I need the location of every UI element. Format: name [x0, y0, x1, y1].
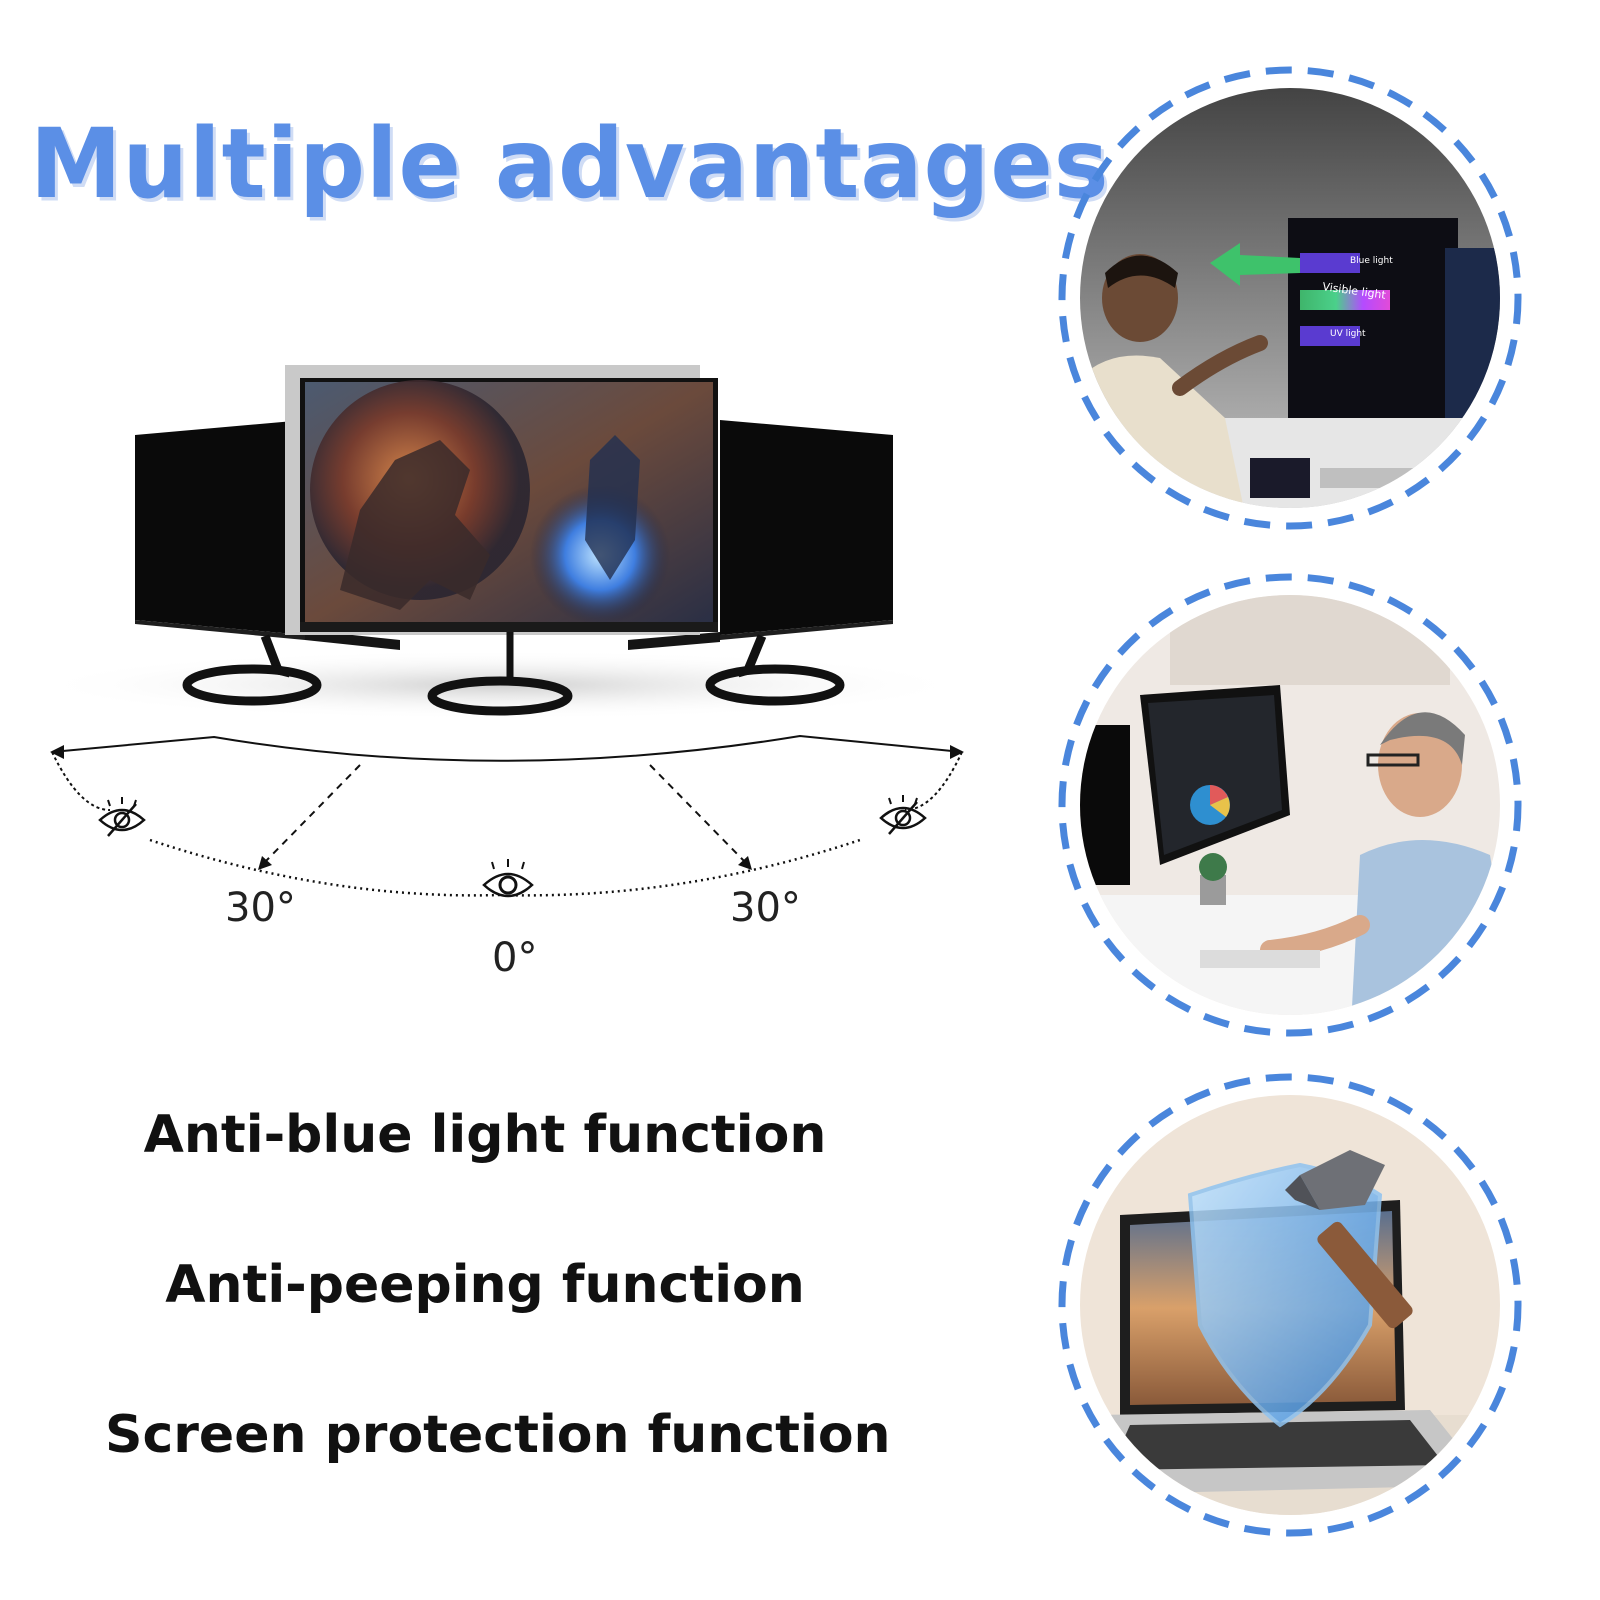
- right-monitor: [628, 420, 893, 706]
- angle-center-label: 0°: [492, 935, 538, 981]
- hammer-icon: [1285, 1150, 1413, 1329]
- feature-anti-peeping: Anti-peeping function: [165, 1255, 805, 1315]
- screen-protection-photo: [1058, 1073, 1522, 1537]
- angle-right-label: 30°: [730, 885, 801, 931]
- feature-anti-blue-light: Anti-blue light function: [143, 1105, 827, 1165]
- anti-blue-light-photo: Blue light Visible light UV light: [1058, 66, 1522, 530]
- feature-screen-protection: Screen protection function: [105, 1405, 891, 1465]
- left-monitor: [135, 420, 400, 706]
- page-title: Multiple advantages: [30, 108, 1110, 221]
- eye-icon: [482, 859, 534, 898]
- arrow-icon: [1210, 243, 1300, 286]
- center-monitor: [300, 378, 718, 716]
- eye-slash-icon: [98, 797, 146, 837]
- filter-label-blue: Blue light: [1350, 256, 1393, 266]
- eye-slash-icon: [879, 795, 927, 835]
- angle-left-label: 30°: [225, 885, 296, 931]
- filter-label-uv: UV light: [1330, 329, 1366, 339]
- monitor-viewing-angle-illustration: [30, 365, 970, 898]
- anti-peeping-photo: [1058, 573, 1522, 1037]
